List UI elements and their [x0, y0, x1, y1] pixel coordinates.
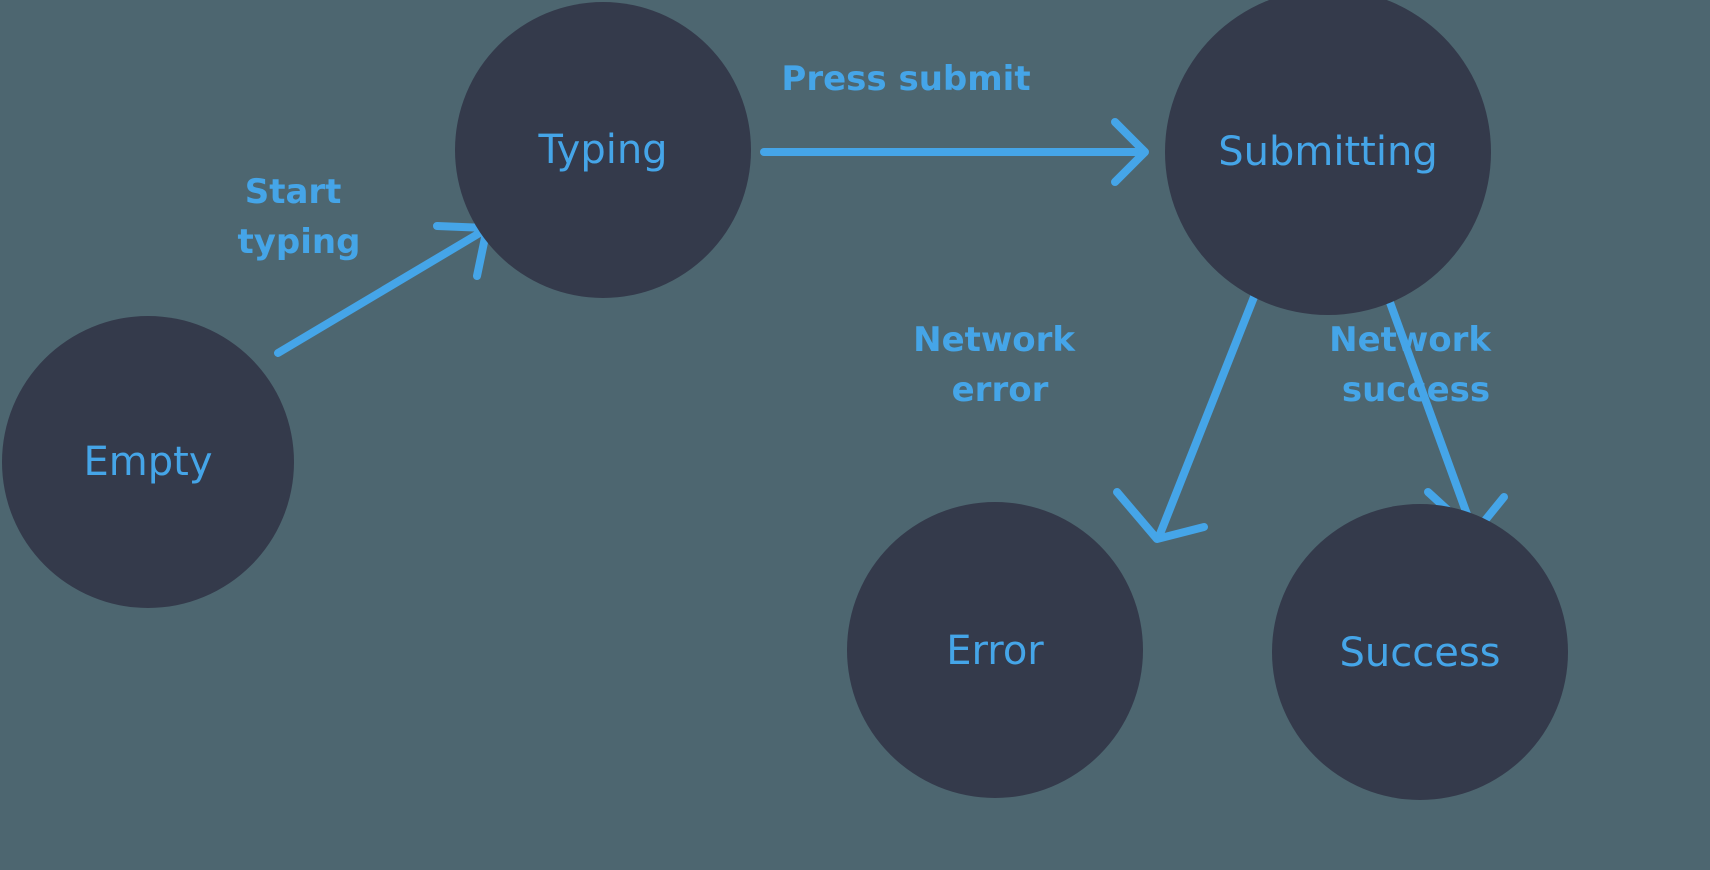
edge-press-submit [760, 118, 1149, 186]
edge-label-network-success-line-1: Network [1329, 320, 1492, 360]
edge-label-press-submit-line-1: Press submit [781, 59, 1030, 99]
edge-label-network-error-line-1: Network [913, 320, 1076, 360]
edge-network-error-line [1156, 293, 1258, 538]
edge-label-network-error: Network error [913, 320, 1087, 410]
state-node-empty[interactable]: Empty [2, 316, 294, 608]
state-node-submitting-circle[interactable] [1165, 0, 1491, 315]
edge-label-start-typing: Start typing [238, 172, 361, 262]
edge-label-start-typing-line-2: typing [238, 222, 361, 262]
edge-label-network-success-line-2: success [1342, 370, 1490, 410]
edge-label-press-submit: Press submit [781, 59, 1030, 99]
edge-label-network-success: Network success [1329, 320, 1503, 410]
edge-network-error [1113, 293, 1258, 543]
state-node-error-label: Error [946, 628, 1044, 674]
edge-press-submit-arrowhead [1111, 118, 1149, 186]
state-node-error-circle[interactable] [847, 502, 1143, 798]
state-node-empty-label: Empty [84, 439, 213, 485]
state-node-typing-label: Typing [537, 127, 667, 173]
edge-label-start-typing-line-1: Start [245, 172, 342, 212]
state-node-error[interactable]: Error [847, 502, 1143, 798]
edge-network-success-line [1384, 293, 1476, 532]
state-node-submitting[interactable]: Submitting [1165, 0, 1491, 315]
state-node-empty-circle[interactable] [2, 316, 294, 608]
state-node-success[interactable]: Success [1272, 504, 1568, 800]
edge-network-error-arrowhead [1113, 488, 1208, 543]
state-node-success-label: Success [1339, 630, 1500, 676]
state-node-submitting-label: Submitting [1218, 129, 1437, 175]
edge-start-typing-line [274, 227, 487, 357]
state-node-success-circle[interactable] [1272, 504, 1568, 800]
state-node-typing-circle[interactable] [455, 2, 751, 298]
edge-label-network-error-line-2: error [952, 370, 1049, 410]
state-node-typing[interactable]: Typing [455, 2, 751, 298]
